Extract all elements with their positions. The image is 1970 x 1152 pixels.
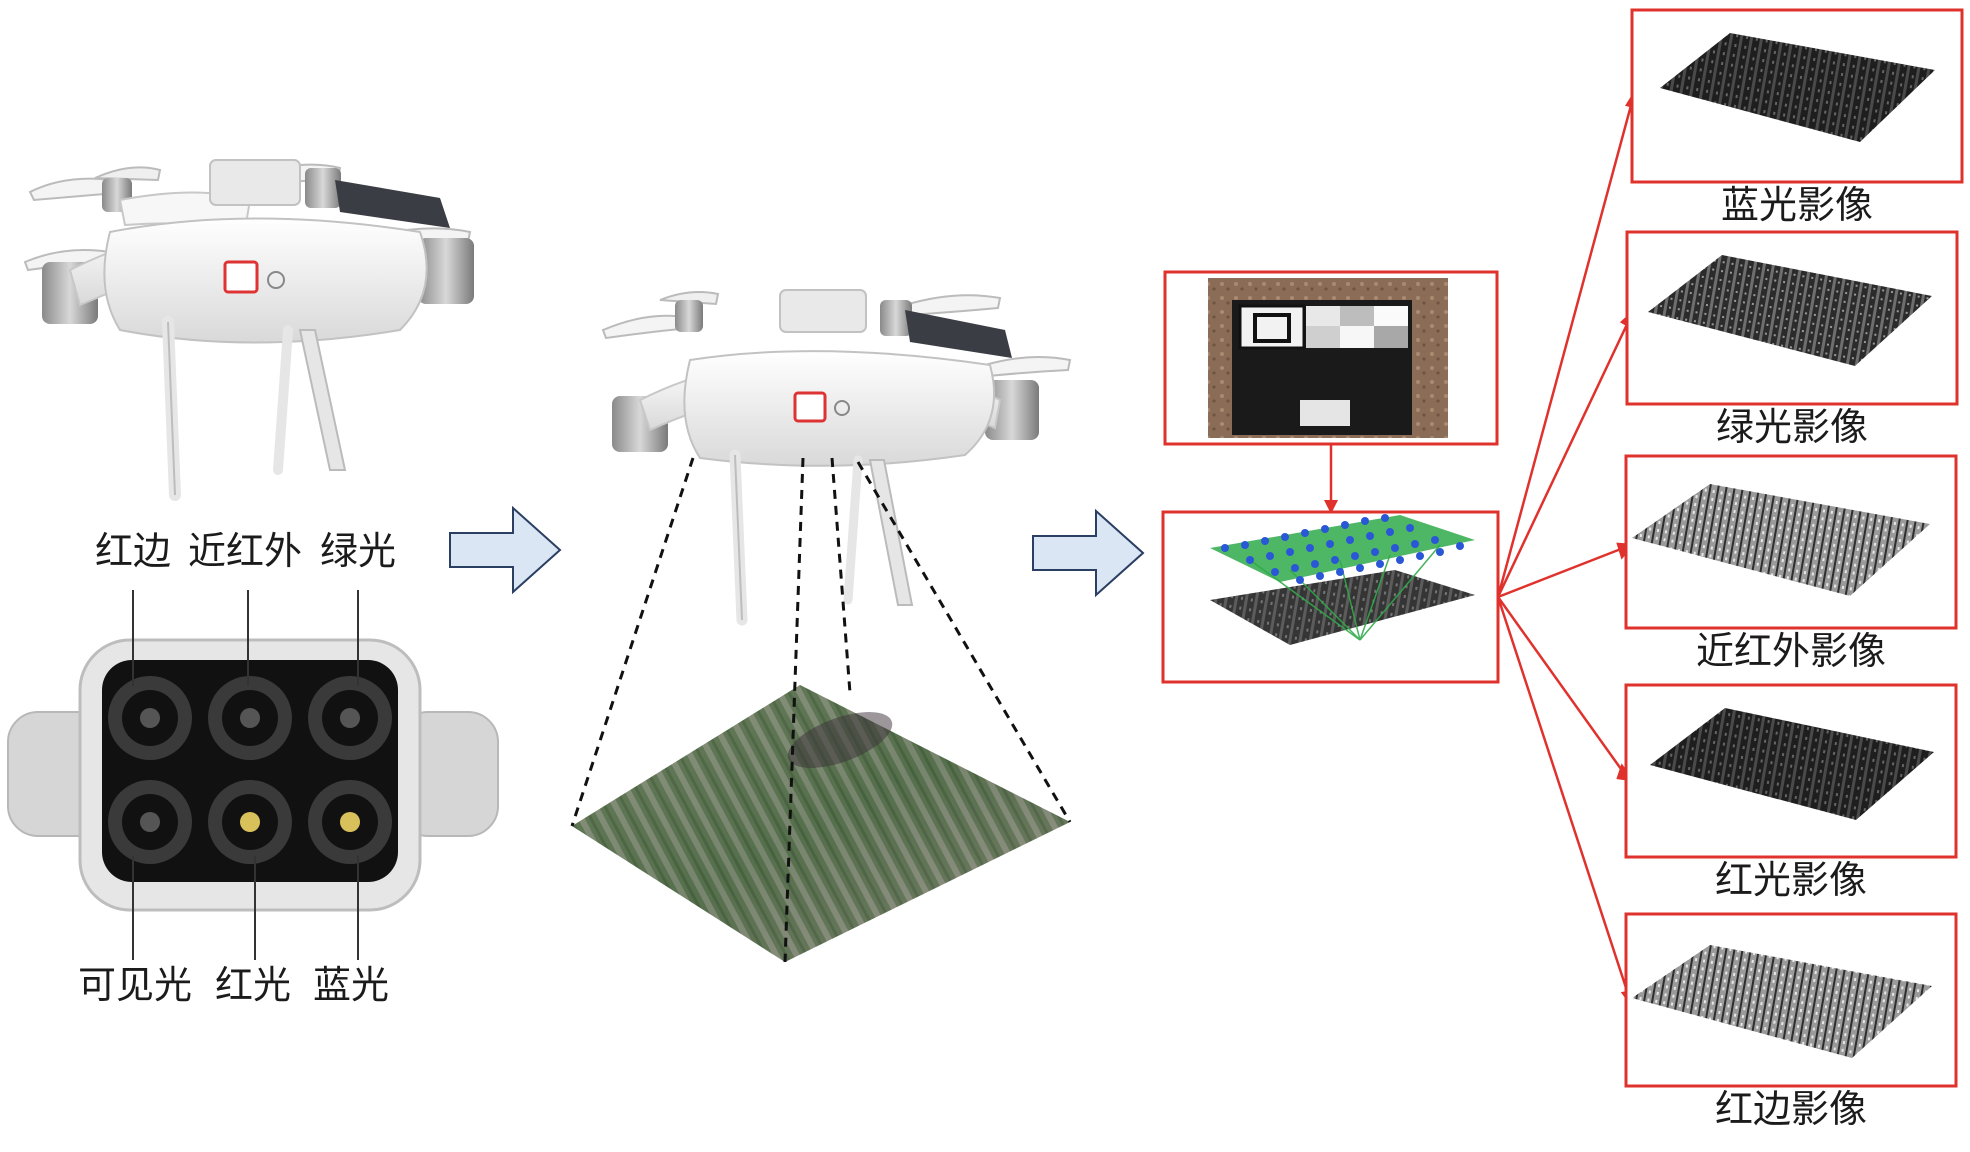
block-arrow-right-icon xyxy=(449,505,562,595)
band-output-arrows xyxy=(1496,88,1640,1011)
quadcopter-drone-icon xyxy=(23,159,474,501)
band-image-green xyxy=(1648,255,1932,366)
band-label-red: 红光影像 xyxy=(1714,858,1867,902)
camera-label-blue: 蓝光 xyxy=(313,963,390,1007)
band-image-blue xyxy=(1660,33,1935,142)
camera-label-nir: 近红外 xyxy=(188,529,303,573)
quadcopter-drone-icon xyxy=(601,289,1072,626)
camera-label-green: 绿光 xyxy=(320,529,397,573)
block-arrow-right-icon xyxy=(1032,508,1145,598)
band-label-green: 绿光影像 xyxy=(1715,405,1868,449)
band-image-red xyxy=(1650,708,1934,820)
band-label-rededge: 红边影像 xyxy=(1714,1087,1867,1131)
point-cloud-reconstruction-image xyxy=(1161,510,1500,684)
camera-label-rededge: 红边 xyxy=(95,529,172,573)
band-image-nir xyxy=(1632,484,1930,596)
camera-label-red: 红光 xyxy=(215,963,292,1007)
camera-field-of-view-lines xyxy=(570,457,1072,963)
camera-label-visible: 可见光 xyxy=(78,963,193,1007)
band-label-nir: 近红外影像 xyxy=(1695,629,1886,673)
calibration-panel-photo xyxy=(1163,270,1499,446)
multispectral-camera-icon xyxy=(7,590,499,960)
band-label-blue: 蓝光影像 xyxy=(1720,183,1873,227)
band-image-rededge xyxy=(1632,945,1932,1058)
field-orthomosaic-image xyxy=(572,685,1070,962)
